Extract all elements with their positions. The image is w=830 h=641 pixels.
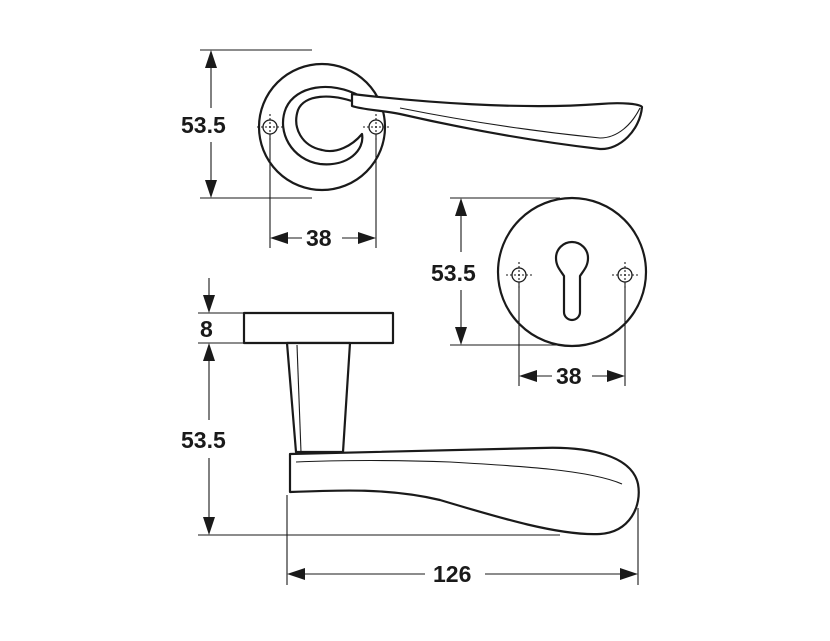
dim-label-lever-projection: 53.5: [181, 427, 226, 453]
escutcheon-screw-right: [612, 262, 638, 288]
side-rose-plate: [242, 311, 395, 345]
dim-escutcheon-spacing: 38: [518, 283, 626, 389]
dim-lever-projection: 53.5: [181, 343, 560, 536]
lever-side-view: [242, 311, 640, 536]
lever-front-view: [257, 62, 644, 192]
escutcheon-screw-left: [506, 262, 532, 288]
dim-label-lever-top-height: 53.5: [181, 112, 226, 138]
dim-label-lever-length: 126: [433, 561, 471, 587]
dim-label-escutcheon-spacing: 38: [556, 363, 582, 389]
escutcheon-view: [496, 196, 648, 348]
dim-label-rose-thickness: 8: [200, 316, 213, 342]
dim-lever-length: 126: [286, 495, 639, 587]
lever-neck: [281, 85, 364, 166]
dim-escutcheon-height: 53.5: [431, 197, 560, 346]
rose-screw-right: [363, 114, 389, 140]
dim-rose-thickness: 8: [198, 278, 244, 344]
dim-label-escutcheon-height: 53.5: [431, 260, 476, 286]
euro-keyhole: [554, 240, 590, 322]
lever-handle: [350, 92, 644, 151]
rose-screw-left: [257, 114, 283, 140]
side-spindle-neck: [285, 341, 352, 454]
dim-label-lever-top-spacing: 38: [306, 225, 332, 251]
dim-lever-top-spacing: 38: [269, 135, 377, 251]
dim-lever-top-height: 53.5: [181, 49, 312, 199]
